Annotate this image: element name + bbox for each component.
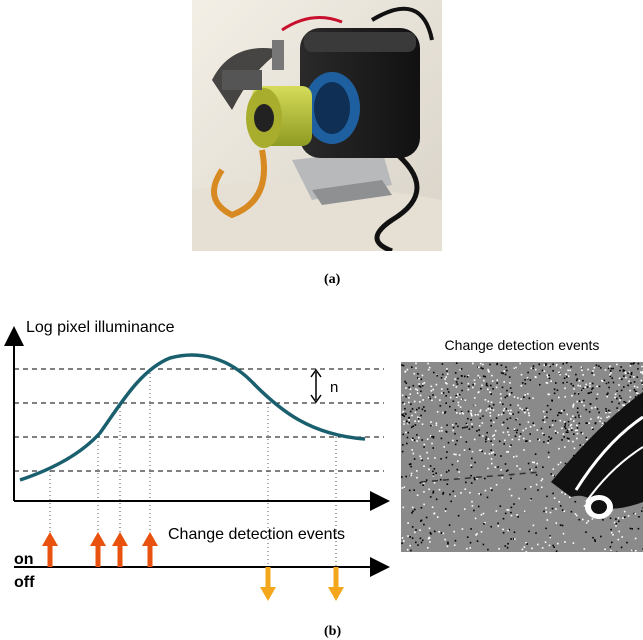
- on-event-arrow: [142, 532, 158, 567]
- on-event-arrow: [112, 532, 128, 567]
- on-event-arrow: [42, 532, 58, 567]
- change-detection-diagram: n Log pixel illuminance Change detection…: [3, 319, 390, 601]
- y-axis-label: Log pixel illuminance: [26, 319, 175, 336]
- on-event-arrow: [90, 532, 106, 567]
- caption-b: (b): [324, 624, 342, 639]
- event-map-title: Change detection events: [444, 337, 600, 353]
- event-map-image: [401, 362, 643, 552]
- threshold-arrow-up: [310, 368, 322, 378]
- off-label: off: [14, 574, 35, 591]
- threshold-label: n: [330, 379, 338, 396]
- on-label: on: [14, 551, 34, 568]
- threshold-arrow-down: [310, 394, 322, 404]
- off-event-arrow: [328, 567, 344, 601]
- event-camera-photo-icon: [192, 0, 442, 251]
- events-label: Change detection events: [168, 526, 345, 543]
- off-event-arrow: [260, 567, 276, 601]
- event-noise-icon: [401, 362, 643, 552]
- illuminance-curve: [19, 353, 366, 482]
- camera-photo: [192, 0, 442, 251]
- caption-a: (a): [324, 272, 341, 287]
